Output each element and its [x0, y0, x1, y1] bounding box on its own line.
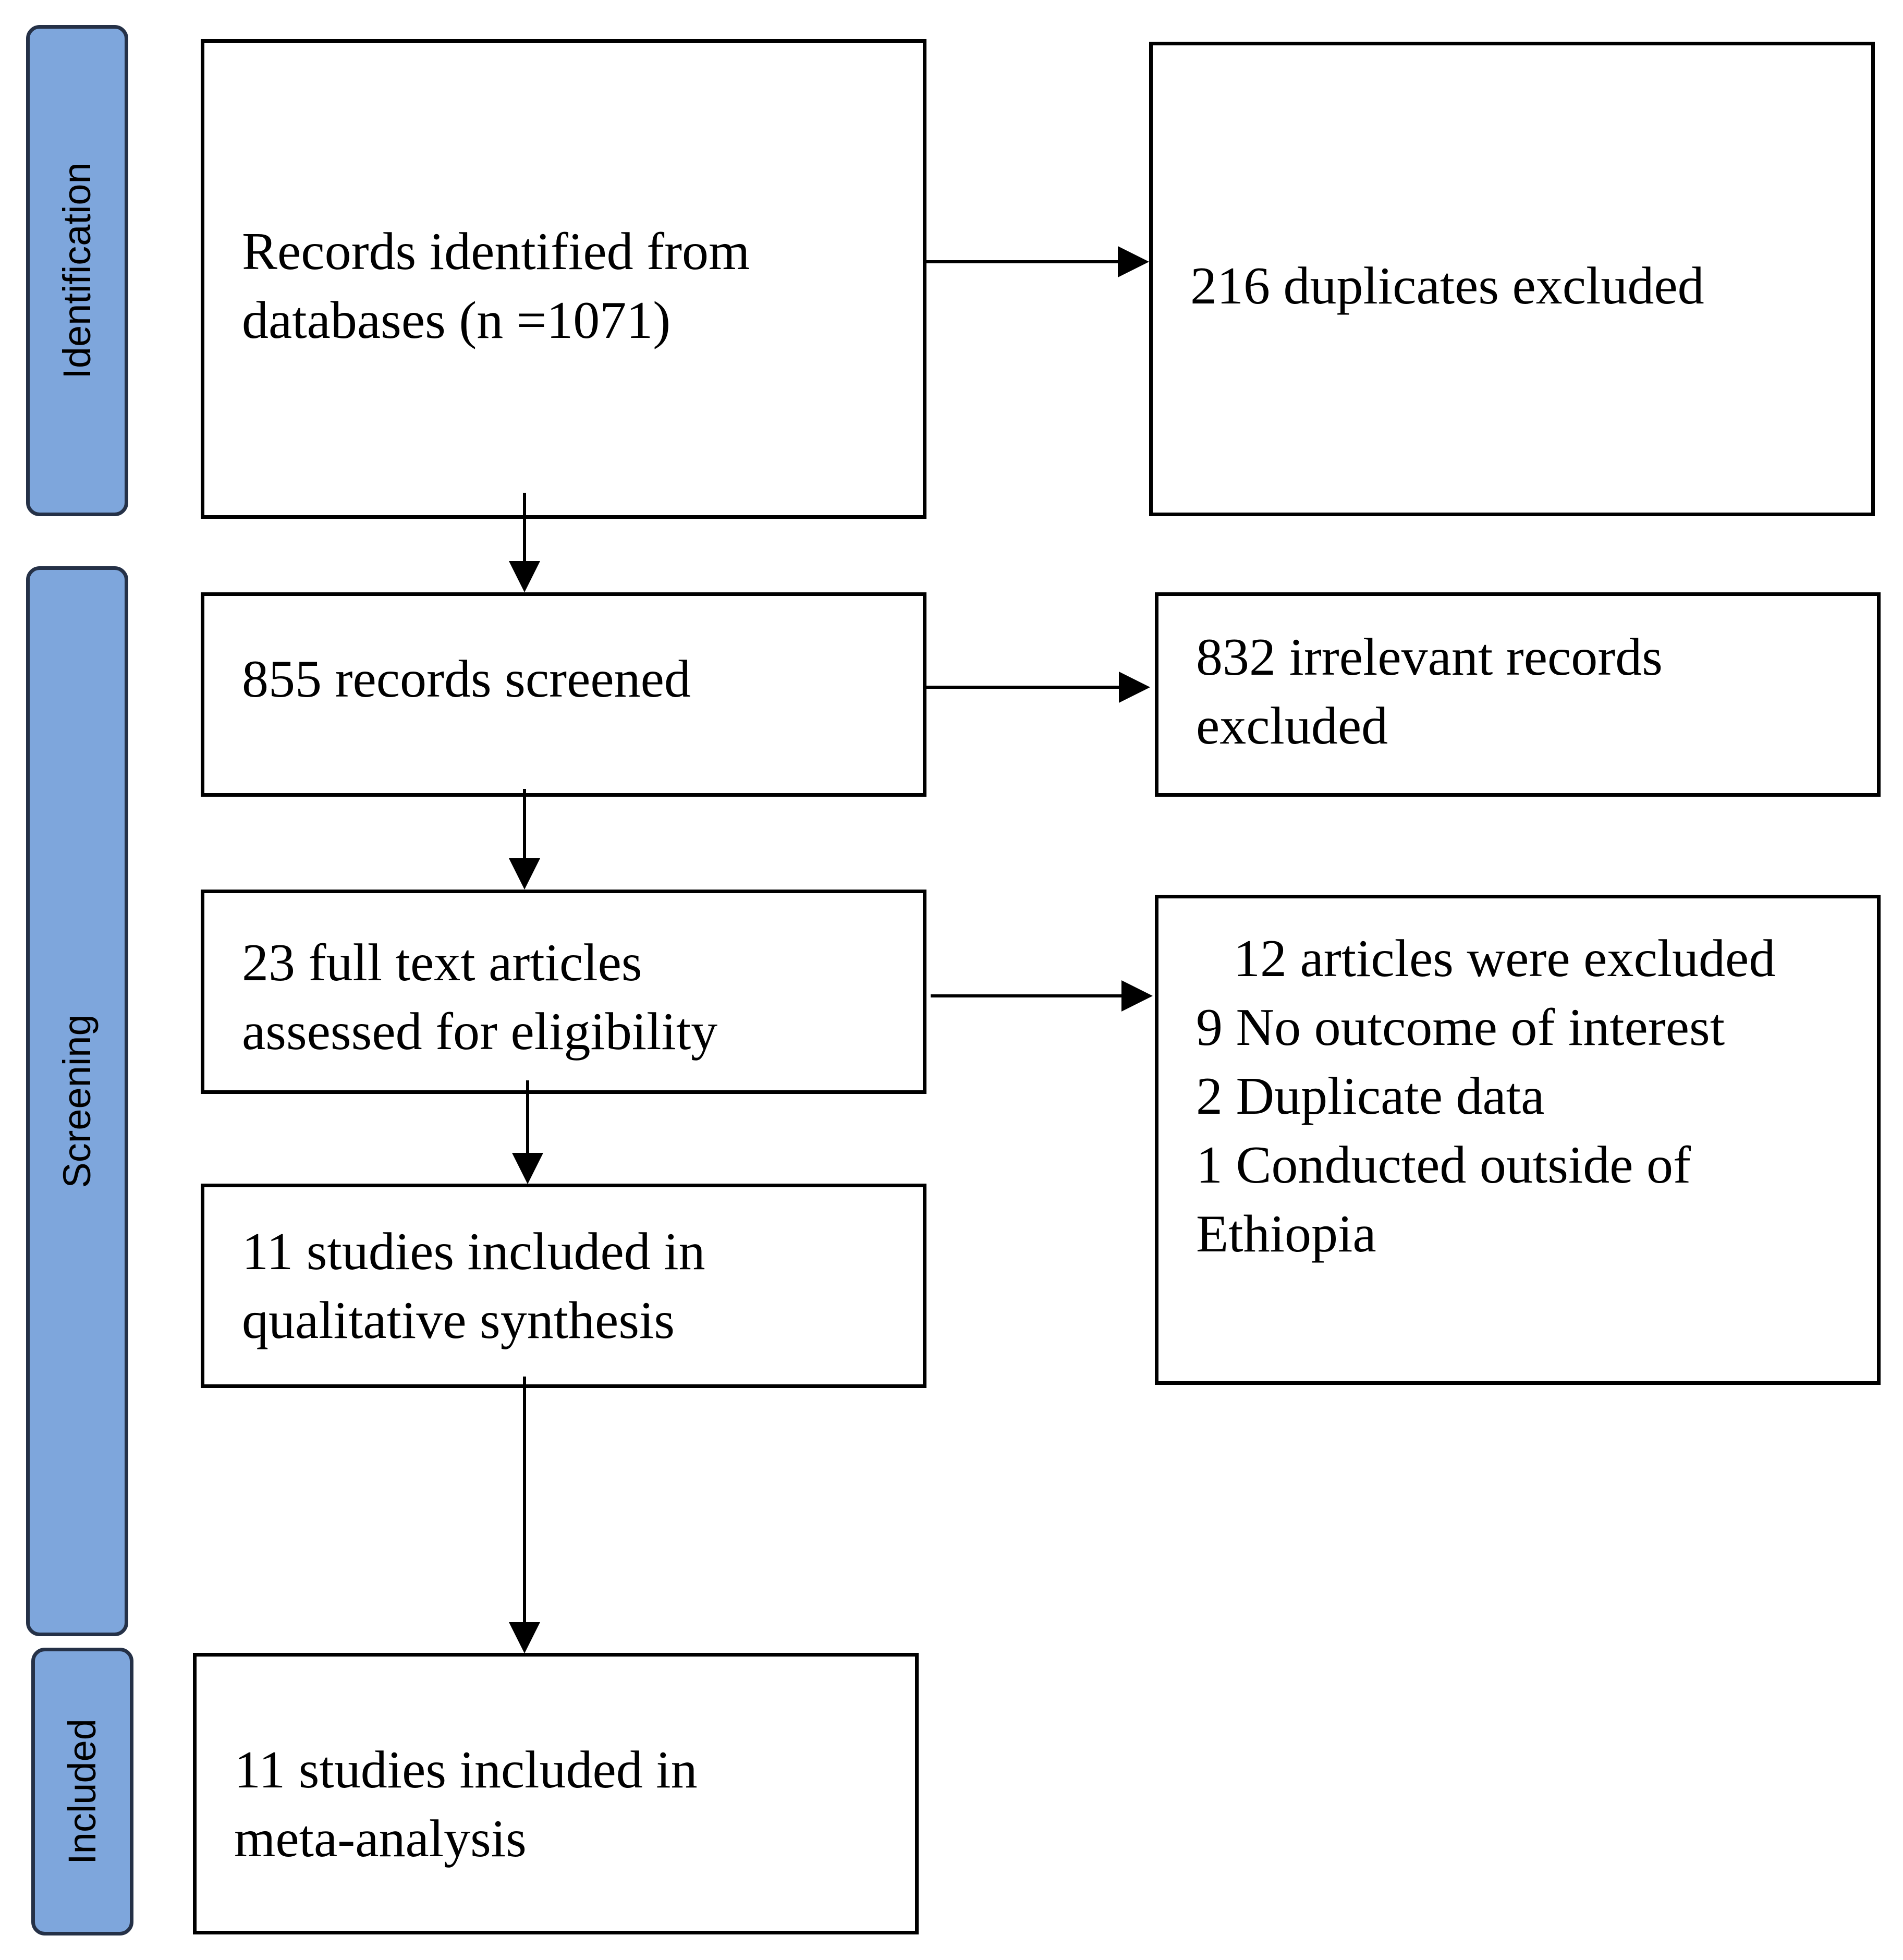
full-text-assessed-box: 23 full text articles assessed for eligi…	[201, 890, 926, 1094]
records-screened-line-1: 855 records screened	[242, 650, 691, 709]
irrelevant-excluded-line-1: 832 irrelevant records	[1196, 628, 1663, 687]
qualitative-synthesis-line-2: qualitative synthesis	[242, 1291, 675, 1350]
articles-excluded-reason-4: Ethiopia	[1196, 1204, 1376, 1263]
phase-screening: Screening	[26, 566, 128, 1636]
qualitative-synthesis-box: 11 studies included in qualitative synth…	[201, 1184, 926, 1388]
qualitative-synthesis-line-1: 11 studies included in	[242, 1222, 705, 1281]
full-text-assessed-line-1: 23 full text articles	[242, 933, 642, 992]
irrelevant-excluded-line-2: excluded	[1196, 697, 1388, 756]
records-identified-line-2: databases (n =1071)	[242, 291, 671, 350]
records-identified-box: Records identified from databases (n =10…	[201, 39, 926, 519]
irrelevant-excluded-box: 832 irrelevant records excluded	[1155, 592, 1881, 797]
phase-included: Included	[31, 1648, 133, 1935]
full-text-assessed-line-2: assessed for eligibility	[242, 1002, 718, 1061]
duplicates-excluded-box: 216 duplicates excluded	[1149, 42, 1875, 516]
phase-identification: Identification	[26, 25, 128, 516]
meta-analysis-line-2: meta-analysis	[234, 1809, 527, 1868]
articles-excluded-reason-1: 9 No outcome of interest	[1196, 998, 1725, 1057]
meta-analysis-box: 11 studies included in meta-analysis	[193, 1653, 919, 1934]
articles-excluded-box: 12 articles were excluded 9 No outcome o…	[1155, 895, 1881, 1385]
meta-analysis-line-1: 11 studies included in	[234, 1740, 698, 1799]
records-identified-line-1: Records identified from	[242, 222, 750, 281]
duplicates-excluded-line-1: 216 duplicates excluded	[1190, 257, 1704, 315]
articles-excluded-reason-3: 1 Conducted outside of	[1196, 1136, 1691, 1195]
records-screened-box: 855 records screened	[201, 592, 926, 797]
articles-excluded-reason-2: 2 Duplicate data	[1196, 1067, 1545, 1126]
articles-excluded-heading: 12 articles were excluded	[1234, 929, 1776, 988]
